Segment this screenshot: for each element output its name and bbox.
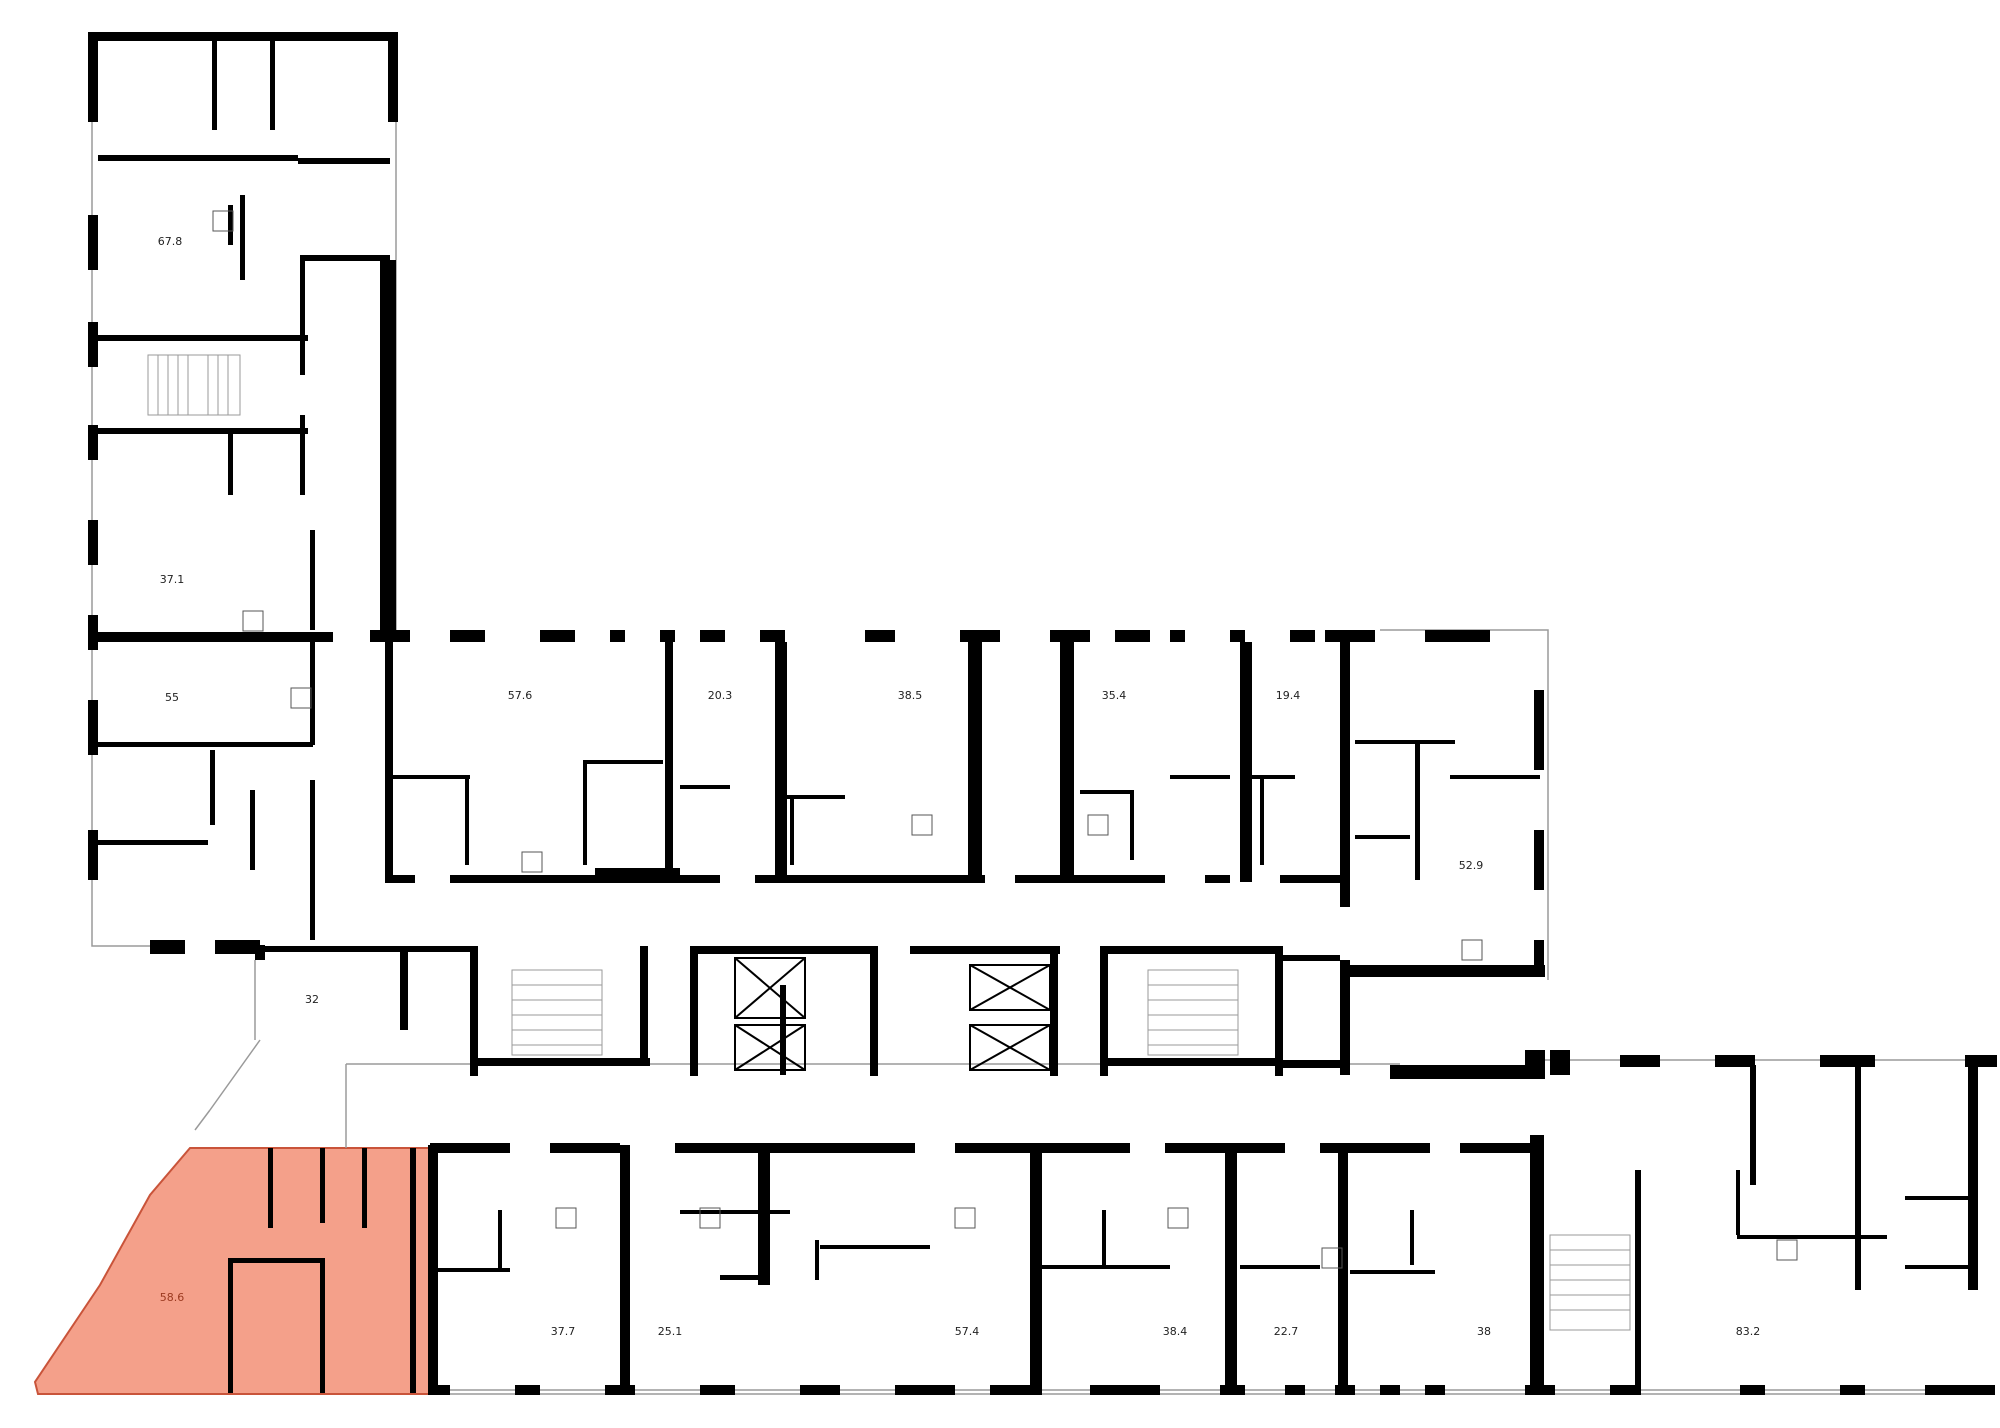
apartment-38-4[interactable] (1042, 1153, 1225, 1385)
apartment-38[interactable] (1348, 1153, 1530, 1385)
apartment-38-5[interactable] (787, 642, 968, 875)
unit-area-label: 22.7 (1274, 1325, 1299, 1338)
apartment-35-4[interactable] (1074, 642, 1240, 875)
selected-unit-highlight[interactable] (33, 1147, 433, 1395)
unit-area-label: 58.6 (160, 1291, 185, 1304)
stairs (147, 354, 1631, 1331)
unit-area-label: 38.5 (898, 689, 923, 702)
unit-area-label: 37.1 (160, 573, 185, 586)
apartment-22-7[interactable] (1237, 1153, 1338, 1385)
apartment-57-6[interactable] (393, 642, 665, 875)
apartment-67-8[interactable] (98, 160, 303, 330)
unit-area-label: 35.4 (1102, 689, 1127, 702)
apartment-52-9[interactable] (1350, 642, 1535, 962)
apartment-25-1[interactable] (630, 1153, 758, 1385)
walls (88, 32, 1997, 1395)
unit-area-label: 55 (165, 691, 179, 704)
unit-area-label: 52.9 (1459, 859, 1484, 872)
stove-icons (212, 210, 1798, 1269)
apartment-20-3[interactable] (673, 642, 775, 875)
apartment-37-1[interactable] (98, 434, 308, 634)
apartment-83-2[interactable] (1641, 1067, 1971, 1385)
unit-area-label: 20.3 (708, 689, 733, 702)
unit-area-label: 38 (1477, 1325, 1491, 1338)
apartment-55[interactable] (98, 642, 313, 742)
unit-area-label: 57.6 (508, 689, 533, 702)
apartment-57-4[interactable] (770, 1153, 1030, 1385)
unit-area-label: 37.7 (551, 1325, 576, 1338)
unit-area-label: 67.8 (158, 235, 183, 248)
unit-area-label: 83.2 (1736, 1325, 1761, 1338)
unit-area-label: 32 (305, 993, 319, 1006)
unit-area-label: 57.4 (955, 1325, 980, 1338)
apartment-37-7[interactable] (438, 1153, 620, 1385)
apartment-19-4[interactable] (1252, 642, 1340, 875)
area-labels: 67.8 37.1 55 32 57.6 20.3 38.5 35.4 19.4… (158, 235, 1761, 1338)
unit-area-label: 25.1 (658, 1325, 683, 1338)
apartment-32[interactable] (262, 952, 402, 1062)
unit-area-label: 19.4 (1276, 689, 1301, 702)
elevators (734, 957, 1051, 1071)
unit-area-label: 38.4 (1163, 1325, 1188, 1338)
